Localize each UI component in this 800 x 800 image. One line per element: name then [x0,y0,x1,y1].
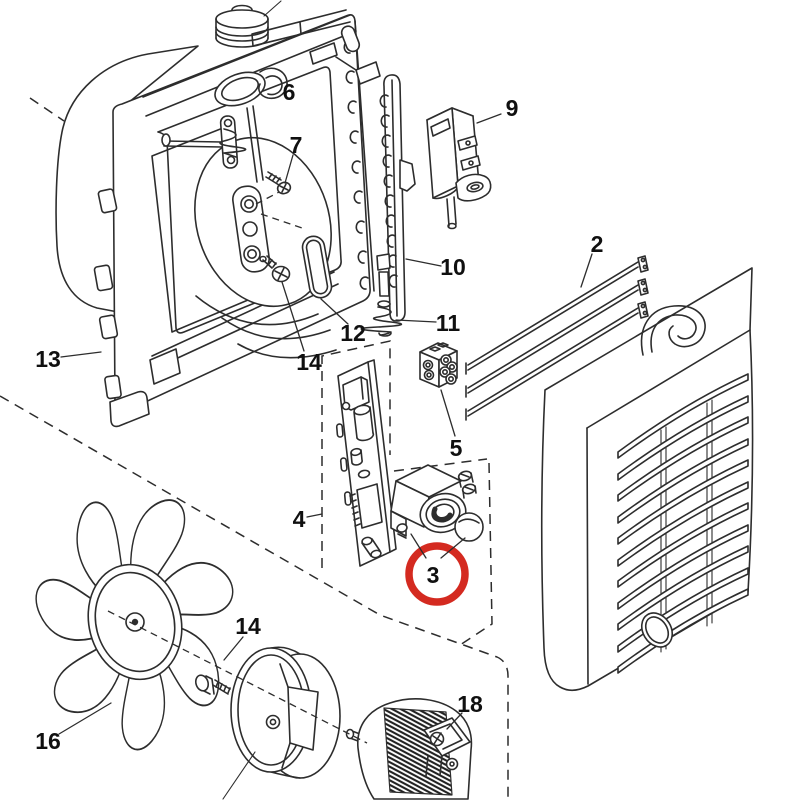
part-label-10: 10 [440,254,466,280]
power-plug-9 [426,107,492,230]
leader-4 [306,513,323,518]
part-label-9: 9 [506,95,519,121]
screw-14-top [259,255,291,283]
leader-lines [58,113,593,735]
leader-16 [58,702,112,735]
leader-13 [60,351,102,358]
grille-hook [640,305,706,356]
pcb-4 [335,359,397,567]
ratchet-rail-10 [376,74,416,322]
leader-10 [405,258,442,267]
part-label-6: 6 [283,79,296,105]
part-label-18: 18 [457,691,483,717]
top-bar [142,9,381,117]
highlight-circle [405,542,469,606]
mounting-rails-2 [465,255,649,421]
bearing-ring [222,646,341,800]
screw-7 [265,171,292,195]
ring-leader-line [222,751,256,800]
grille-louvers [617,373,749,674]
axis-dash-hub-slot [260,213,303,229]
part-label-2: 2 [591,231,604,257]
motor-18 [345,698,473,800]
part-label-16: 16 [35,728,61,754]
grille-oval-hole [640,612,674,648]
part-label-7: 7 [290,132,303,158]
part-label-13: 13 [35,346,61,372]
leader-14-bottom [223,636,244,661]
part-label-5: 5 [450,435,463,461]
part-label-14-top: 14 [296,349,322,375]
leader-5 [440,389,456,437]
grille-panel [540,267,754,692]
section-dividers [0,97,509,799]
thermostat-3 [390,464,477,539]
leader-2 [580,253,593,288]
screw-14-bottom [194,674,231,695]
damper-linkage [161,105,264,183]
thermostat-knob [454,512,484,542]
spring-11 [360,300,403,337]
part-label-14-bottom: 14 [235,613,261,639]
leader-14-top [281,281,305,352]
part-label-11: 11 [436,310,461,336]
grille-front-edge [586,427,589,685]
fan-impeller-16 [35,499,234,751]
slot-12 [301,235,333,299]
cap-leader-line [263,0,282,17]
leader-9 [476,113,502,124]
leader-3 [410,533,466,559]
damper-cap [215,0,282,48]
frame-side-tabs [93,188,122,400]
part-label-3: 3 [427,562,440,588]
leader-7 [284,154,294,184]
connector-5 [419,342,458,388]
leader-11 [395,319,437,323]
part-label-4: 4 [293,506,306,532]
assembly-axis-line [107,610,368,744]
part-labels: 2 3 4 5 6 7 9 10 11 12 13 14 14 16 18 [35,79,603,754]
leader-18 [446,712,463,730]
frame-hooks [343,40,369,290]
part-label-12: 12 [340,320,366,346]
leader-12 [320,298,349,325]
dashed-boundary [321,340,493,648]
